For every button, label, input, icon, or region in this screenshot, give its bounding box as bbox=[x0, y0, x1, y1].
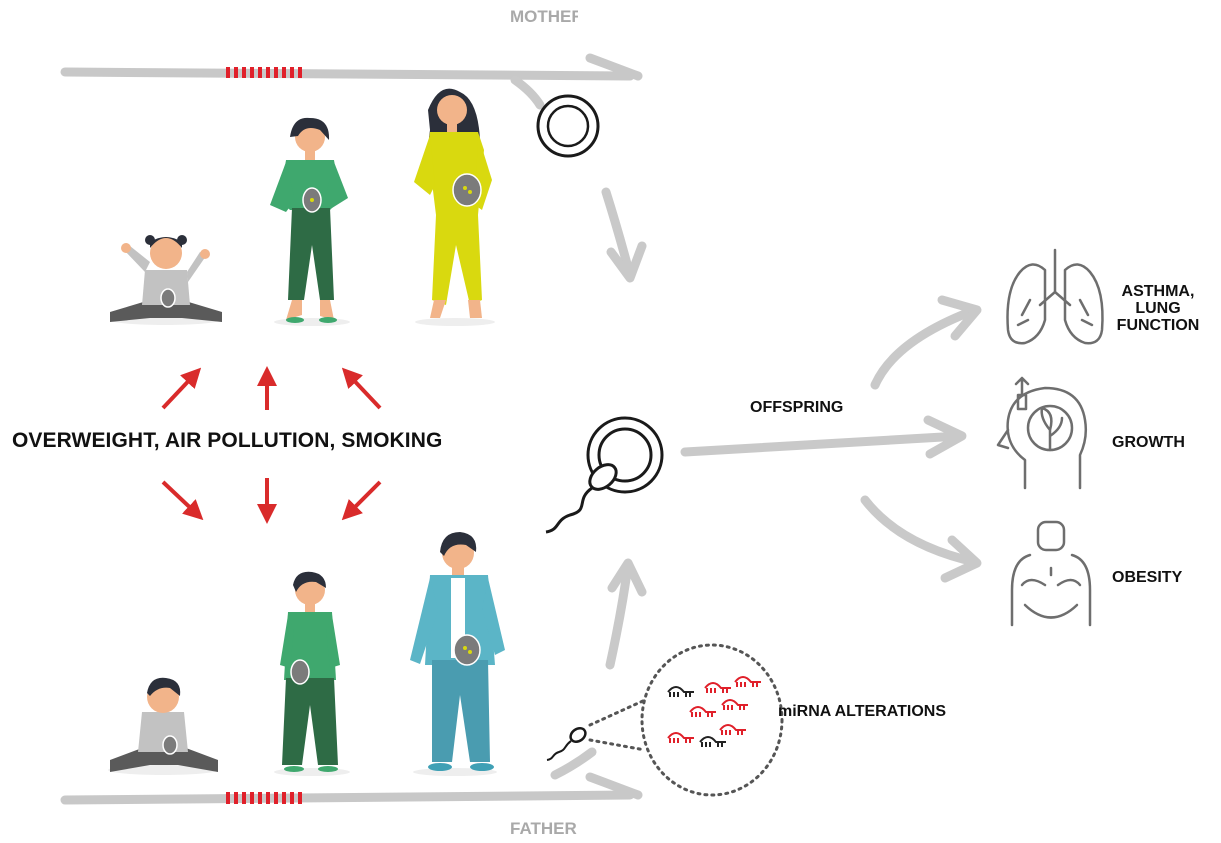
girl-toddler-figure bbox=[110, 235, 222, 325]
mother-figure bbox=[414, 88, 495, 326]
flow-arrows bbox=[510, 75, 982, 780]
sperm-icon bbox=[546, 727, 587, 761]
mother-timeline bbox=[60, 53, 643, 81]
egg-cell-icon bbox=[536, 94, 600, 158]
mirna-bubble bbox=[588, 643, 784, 797]
mother-branch-arrow bbox=[510, 75, 545, 110]
asthma-label-line-2: LUNG bbox=[1135, 299, 1181, 317]
obesity-arrow bbox=[860, 495, 980, 567]
father-branch-arrow bbox=[550, 747, 597, 780]
mother-label: MOTHER bbox=[510, 8, 578, 26]
mirna-strands bbox=[667, 676, 761, 747]
mother-exposure-marks bbox=[226, 67, 302, 78]
asthma-label-line-3: FUNCTION bbox=[1116, 316, 1200, 334]
mirna-label: miRNA ALTERATIONS bbox=[778, 704, 946, 720]
asthma-arrow bbox=[870, 305, 980, 390]
growth-label: GROWTH bbox=[1112, 435, 1185, 451]
boy-teen-figure bbox=[274, 571, 350, 776]
exposures-label: OVERWEIGHT, AIR POLLUTION, SMOKING bbox=[12, 430, 443, 452]
offspring-label: OFFSPRING bbox=[750, 400, 844, 416]
obesity-label: OBESITY bbox=[1112, 570, 1183, 586]
father-label: FATHER bbox=[510, 820, 577, 838]
asthma-label: ASTHMA, LUNG FUNCTION bbox=[1110, 284, 1206, 334]
boy-toddler-figure bbox=[108, 677, 218, 775]
lungs-icon bbox=[1006, 248, 1104, 345]
fertilization-icon bbox=[545, 416, 664, 534]
offspring-arrow bbox=[680, 431, 965, 457]
girl-teen-figure bbox=[270, 117, 350, 326]
father-figure bbox=[410, 532, 505, 776]
father-up-arrow bbox=[605, 560, 633, 670]
father-timeline bbox=[60, 772, 643, 805]
asthma-label-line-1: ASTHMA, bbox=[1121, 284, 1195, 300]
father-exposure-marks bbox=[226, 792, 302, 804]
exposure-arrows bbox=[161, 366, 382, 524]
obesity-body-icon bbox=[1010, 520, 1092, 627]
egg-down-arrow bbox=[601, 187, 635, 280]
head-growth-icon bbox=[996, 376, 1088, 490]
